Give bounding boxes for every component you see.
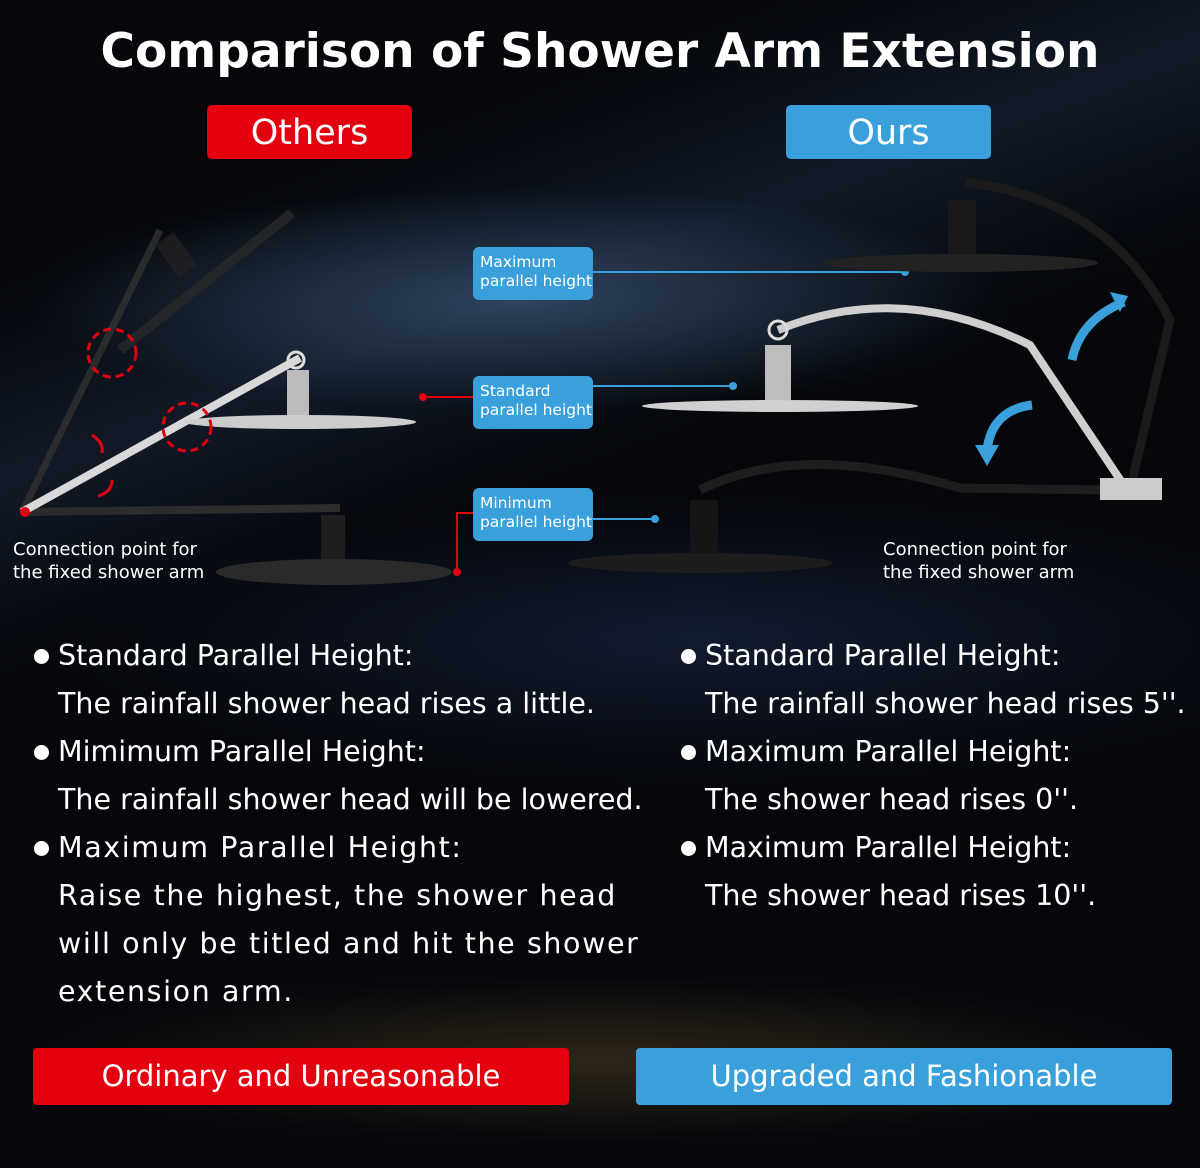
bullet-heading: Standard Parallel Height: bbox=[681, 632, 1186, 680]
bullet-text: The rainfall shower head will be lowered… bbox=[58, 783, 643, 816]
bullet-icon bbox=[681, 841, 696, 856]
bullet-icon bbox=[34, 649, 49, 664]
bullet-heading: Maximum Parallel Height: bbox=[34, 824, 643, 872]
bullet-heading: Mimimum Parallel Height: bbox=[34, 728, 643, 776]
others-max-position bbox=[18, 209, 296, 514]
ours-standard-position bbox=[642, 304, 1162, 500]
others-tag: Others bbox=[207, 105, 412, 159]
left-connection-caption: Connection point for the fixed shower ar… bbox=[13, 539, 205, 583]
bullet-icon bbox=[681, 745, 696, 760]
highlight-circle bbox=[86, 327, 138, 379]
highlight-circle bbox=[161, 401, 213, 453]
others-standard-position bbox=[20, 350, 416, 516]
right-connection-caption: Connection point for the fixed shower ar… bbox=[883, 539, 1075, 583]
standard-height-label: Standard parallel height bbox=[473, 376, 593, 429]
ours-min-position bbox=[568, 460, 1111, 573]
bullet-icon bbox=[681, 649, 696, 664]
others-points: Standard Parallel Height: The rainfall s… bbox=[34, 632, 643, 1016]
bullet-text: The rainfall shower head rises 5''. bbox=[705, 687, 1186, 720]
bullet-icon bbox=[34, 841, 49, 856]
ours-tag: Ours bbox=[786, 105, 991, 159]
others-min-position bbox=[21, 504, 452, 585]
bullet-heading: Maximum Parallel Height: bbox=[681, 824, 1186, 872]
bullet-text: The rainfall shower head rises a little. bbox=[58, 687, 595, 720]
bullet-text: Raise the highest, the shower head bbox=[58, 879, 617, 912]
bullet-text: extension arm. bbox=[58, 975, 294, 1008]
maximum-height-label: Maximum parallel height bbox=[473, 247, 593, 300]
ours-points: Standard Parallel Height: The rainfall s… bbox=[681, 632, 1186, 920]
ours-verdict-banner: Upgraded and Fashionable bbox=[636, 1048, 1172, 1105]
minimum-height-label: Minimum parallel height bbox=[473, 488, 593, 541]
others-verdict-banner: Ordinary and Unreasonable bbox=[33, 1048, 569, 1105]
bullet-text: The shower head rises 0''. bbox=[705, 783, 1079, 816]
bullet-text: will only be titled and hit the shower bbox=[58, 927, 640, 960]
bullet-text: The shower head rises 10''. bbox=[705, 879, 1097, 912]
bullet-heading: Standard Parallel Height: bbox=[34, 632, 643, 680]
bullet-heading: Maximum Parallel Height: bbox=[681, 728, 1186, 776]
bullet-icon bbox=[34, 745, 49, 760]
ours-max-position bbox=[822, 177, 1175, 492]
page-title: Comparison of Shower Arm Extension bbox=[100, 24, 1100, 79]
